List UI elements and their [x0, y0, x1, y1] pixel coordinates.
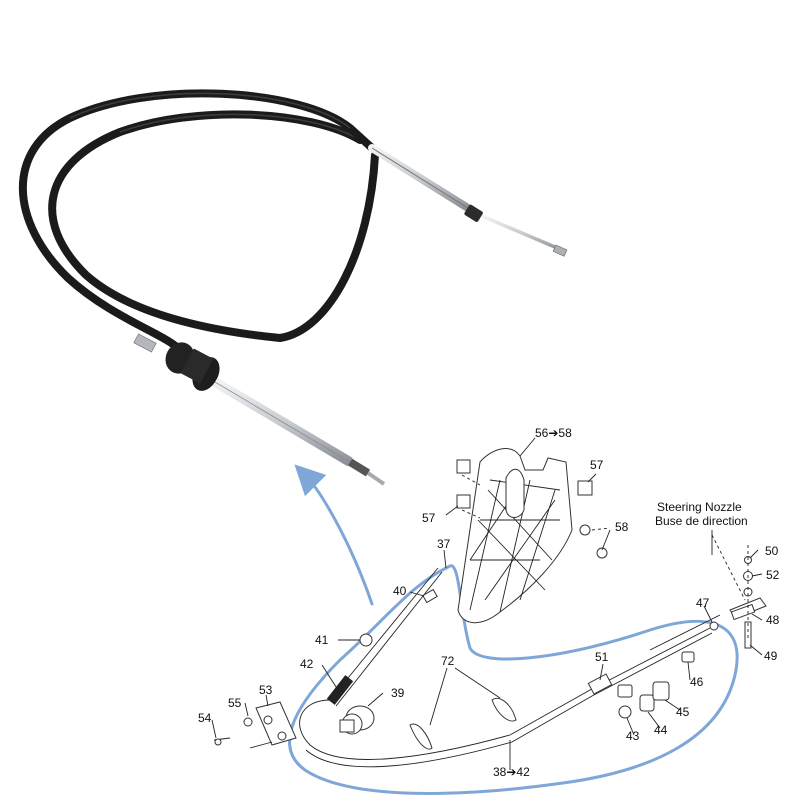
bushings-43-46 [617, 651, 695, 719]
callout-46: 46 [690, 675, 704, 689]
callout-57-left: 57 [422, 511, 436, 525]
callout-57-right: 57 [590, 458, 604, 472]
part-72-clamps [409, 667, 517, 750]
callout-39: 39 [391, 686, 405, 700]
callout-48: 48 [766, 613, 780, 627]
fasteners-57-58 [456, 459, 611, 559]
nozzle-linkage [709, 534, 767, 649]
callout-44: 44 [654, 723, 668, 737]
part-40-fitting [422, 588, 438, 604]
callout-43: 43 [626, 729, 640, 743]
title-english: Steering Nozzle [657, 500, 742, 514]
bracket-53-55 [213, 701, 297, 749]
callout-51: 51 [595, 650, 609, 664]
callout-37: 37 [437, 537, 451, 551]
callout-58: 58 [615, 520, 629, 534]
callout-40: 40 [393, 584, 407, 598]
leader-lines [211, 437, 763, 770]
callout-50: 50 [765, 544, 779, 558]
callout-52: 52 [766, 568, 780, 582]
callout-42: 42 [300, 657, 314, 671]
callout-54: 54 [198, 711, 212, 725]
steering-cable-photo [18, 89, 568, 486]
diagram-cable [299, 567, 721, 768]
cable-end-fitting-upper [347, 125, 568, 257]
callout-49: 49 [764, 649, 778, 663]
callout-38-42: 38➔42 [493, 765, 530, 779]
callout-47: 47 [696, 596, 710, 610]
steering-nozzle-title: Steering Nozzle Buse de direction [655, 500, 748, 528]
callout-56-58: 56➔58 [535, 426, 572, 440]
callout-53: 53 [259, 683, 273, 697]
part-41-sleeve [359, 633, 373, 647]
title-french: Buse de direction [655, 514, 748, 528]
callout-labels: 56➔58 57 57 58 37 40 41 42 39 72 51 47 5… [198, 426, 780, 779]
part-39-grommet [339, 705, 375, 735]
parts-diagram: 56➔58 57 57 58 37 40 41 42 39 72 51 47 5… [198, 426, 780, 779]
cable-end-fitting-lower [133, 333, 386, 486]
nozzle-bracket [457, 448, 573, 624]
highlight-outline [288, 464, 739, 795]
callout-55: 55 [228, 696, 242, 710]
callout-41: 41 [315, 633, 329, 647]
callout-45: 45 [676, 705, 690, 719]
callout-72: 72 [441, 654, 455, 668]
